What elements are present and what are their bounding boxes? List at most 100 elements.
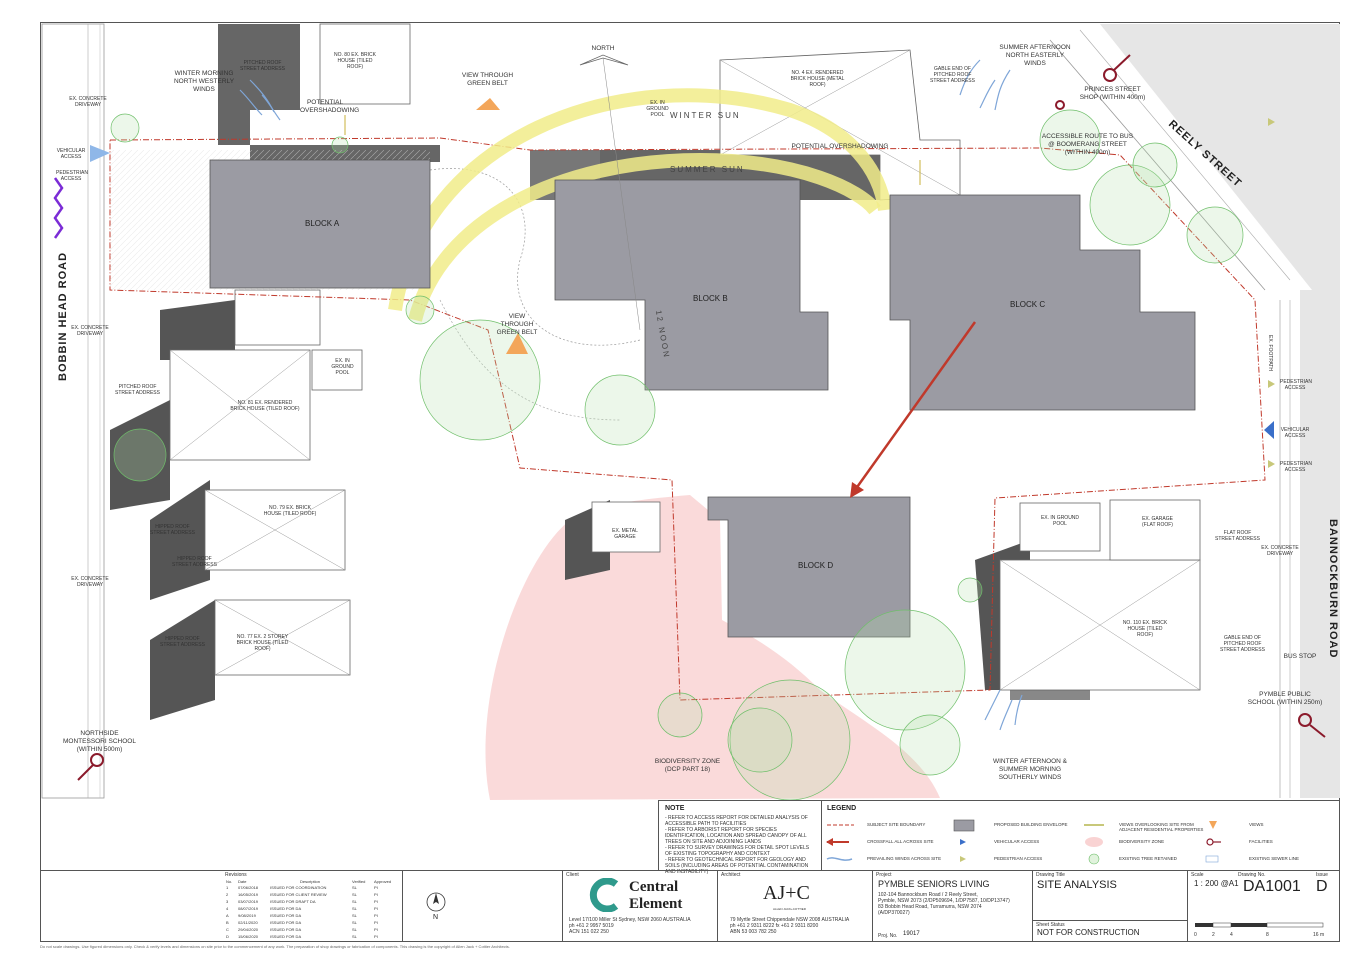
house-4-label: NO. 4 EX. RENDERED BRICK HOUSE (METAL RO… (790, 70, 845, 88)
project-panel: Project PYMBLE SENIORS LIVING 102-104 Ba… (872, 870, 1032, 942)
project-address-1: 102-104 Bannockburn Road / 2 Reely Stree… (878, 892, 978, 898)
footpath-label: EX. FOOTPATH (1267, 335, 1273, 371)
architect-panel: Architect AJ+C ALLEN JACK+COTTIER 79 Myr… (717, 870, 872, 942)
legend-item-tree: EXISTING TREE RETAINED (1119, 856, 1177, 861)
legend-item-building: PROPOSED BUILDING ENVELOPE (994, 822, 1068, 827)
scale-bar-4: 4 (1230, 932, 1233, 938)
notes-legend-panel: NOTE - REFER TO ACCESS REPORT FOR DETAIL… (658, 800, 1340, 875)
drawing-number-panel: Scale 1 : 200 @A1 Drawing No. DA1001 Iss… (1187, 870, 1340, 942)
vehicular-label-2: VEHICULAR ACCESS (1280, 427, 1310, 439)
legend-item-biodiversity: BIODIVERSITY ZONE (1119, 839, 1165, 844)
house-81-label: NO. 81 EX. RENDERED BRICK HOUSE (TILED R… (230, 400, 300, 412)
note-item: - REFER TO ACCESS REPORT FOR DETAILED AN… (665, 815, 808, 827)
client-label: Client (566, 872, 579, 878)
compass-n-label: N (433, 914, 439, 921)
legend-item-facilities: FACILITIES (1249, 839, 1273, 844)
pedestrian-label-3: PEDESTRIAN ACCESS (1280, 461, 1312, 473)
drawing-title: SITE ANALYSIS (1037, 879, 1117, 891)
note-item: - REFER TO GEOTECHNICAL REPORT FOR GEOLO… (665, 857, 809, 875)
vehicular-access-2 (1264, 421, 1274, 439)
project-address-3: 83 Bobbin Head Road, Turramurra, NSW 207… (878, 904, 982, 910)
legend-item-views: VIEWS (1249, 822, 1264, 827)
view-cone-1 (476, 98, 500, 110)
architect-address: 79 Myrtle Street Chippendale NSW 2008 AU… (730, 917, 850, 923)
pitched-label-1: PITCHED ROOF STREET ADDRESS (240, 60, 285, 72)
drawing-no-label: Drawing No. (1238, 872, 1266, 878)
pool-label-1: EX. IN GROUND POOL (646, 100, 669, 118)
overshadow-label-1: POTENTIAL OVERSHADOWING (300, 99, 360, 114)
driveway-label-1: EX. CONCRETE DRIVEWAY (69, 96, 107, 108)
architect-abn: ABN 53 003 782 250 (730, 929, 777, 935)
drawing-no: DA1001 (1243, 878, 1301, 895)
north-panel: N (402, 870, 562, 942)
pedestrian-access-2 (1268, 460, 1275, 468)
pedestrian-access-1 (1268, 380, 1275, 388)
montessori-label: NORTHSIDE MONTESSORI SCHOOL (WITHIN 500m… (63, 730, 136, 753)
scale-bar-0: 0 (1194, 932, 1197, 938)
bus-stop-label: BUS STOP (1283, 653, 1317, 660)
gable-label-1: GABLE END OF PITCHED ROOF STREET ADDRESS (930, 66, 975, 84)
wind-zigzag (53, 177, 64, 239)
wind-arrows (239, 59, 1023, 731)
scale-label: Scale (1191, 872, 1204, 878)
site-boundary (109, 137, 1266, 701)
scale-bar-16: 16 m (1313, 932, 1325, 938)
revisions-label: Revisions (225, 872, 247, 878)
legend-symbols (826, 819, 1221, 865)
central-element-logo-icon (589, 878, 619, 912)
proposed-blocks (209, 159, 1196, 638)
note-item: - REFER TO SURVEY DRAWINGS FOR DETAIL SP… (665, 845, 810, 857)
issue-label: Issue (1316, 872, 1328, 878)
legend-item-views-overlooking: VIEWS OVERLOOKING SITE FROM ADJACENT RES… (1119, 822, 1204, 832)
pedestrian-label-2: PEDESTRIAN ACCESS (1280, 379, 1312, 391)
house-79-label: NO. 79 EX. BRICK HOUSE (TILED ROOF) (263, 505, 317, 517)
summer-sun-arc (408, 152, 881, 322)
pymble-school-label: PYMBLE PUBLIC SCHOOL (WITHIN 250m) (1247, 691, 1323, 706)
road-label-bobbin: BOBBIN HEAD ROAD (57, 251, 69, 381)
client-address: Level 17/100 Miller St Sydney, NSW 2060 … (569, 917, 691, 923)
title-block-rule (40, 870, 1340, 871)
scale-bar-8: 8 (1266, 932, 1269, 938)
summer-sun-label: SUMMER SUN (670, 165, 745, 174)
disclaimer-footer: Do not scale drawings. Use figured dimen… (40, 944, 510, 949)
road-label-bannockburn: BANNOCKBURN ROAD (1327, 519, 1339, 659)
pedestrian-access-3 (1268, 118, 1275, 126)
pool-label-2: EX. IN GROUND POOL (331, 358, 354, 376)
pool-label-3: EX. IN GROUND POOL (1040, 515, 1080, 527)
scale-bar-2: 2 (1212, 932, 1215, 938)
project-label: Project (876, 872, 892, 878)
driveway-label-3: EX. CONCRETE DRIVEWAY (71, 576, 109, 588)
architect-logo: AJ+C (763, 882, 810, 904)
project-address-2: Pymble, NSW 2073 (2/DP509694, 1/DP7587, … (878, 898, 1010, 904)
project-no-label: Proj. No. (878, 933, 898, 939)
project-no: 19017 (903, 931, 920, 937)
client-acn: ACN 151 022 250 (569, 929, 609, 935)
scale-bar (1195, 922, 1324, 928)
sheet-status-label: Sheet Status (1036, 922, 1065, 928)
vehicular-access-1 (90, 145, 110, 162)
client-panel: Client Central Element Level 17/100 Mill… (562, 870, 717, 942)
hipped-label-2: HIPPED ROOF STREET ADDRESS (172, 556, 217, 568)
vehicular-label-1: VEHICULAR ACCESS (56, 148, 86, 160)
project-name: PYMBLE SENIORS LIVING (878, 879, 990, 889)
drawing-title-panel: Drawing Title SITE ANALYSIS Sheet Status… (1032, 870, 1188, 942)
summer-winds-label: SUMMER AFTERNOON NORTH EASTERLY WINDS (999, 44, 1071, 67)
architect-sub: ALLEN JACK+COTTIER (773, 907, 806, 911)
driveway-label-4: EX. CONCRETE DRIVEWAY (1261, 545, 1299, 557)
bobbin-head-road (41, 23, 105, 799)
north-arrow (579, 54, 629, 66)
existing-trees (110, 109, 1244, 801)
driveway-label-2: EX. CONCRETE DRIVEWAY (71, 325, 109, 337)
architect-phone: ph +61 2 9311 8222 fx +61 2 9311 8200 (730, 923, 819, 929)
block-b-label: BLOCK B (693, 294, 728, 303)
